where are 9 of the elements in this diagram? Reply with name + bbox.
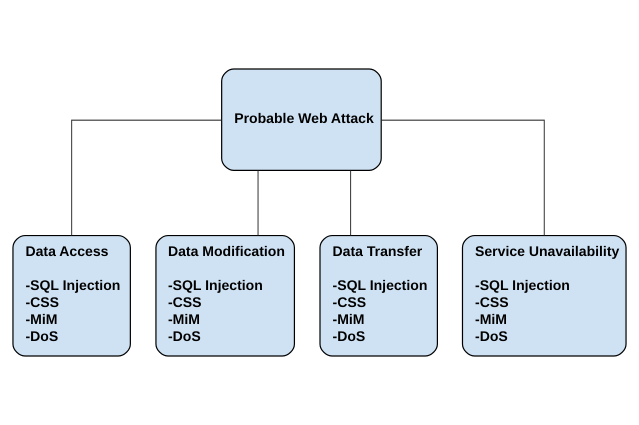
node-box: Data Modification -SQL Injection -CSS -MiM -DoS <box>155 234 296 357</box>
connector <box>258 170 259 236</box>
node-box: Service Unavailability -SQL Injection -CSS -MiM -DoS <box>462 234 627 357</box>
connector <box>350 170 352 236</box>
node-box: Data Transfer -SQL Injection -CSS -MiM -DoS <box>319 234 438 357</box>
connector <box>381 120 545 236</box>
node-box: Probable Web Attack <box>221 68 382 171</box>
connector <box>71 120 222 236</box>
node-box: Data Access -SQL Injection -CSS -MiM -DoS <box>12 234 131 357</box>
